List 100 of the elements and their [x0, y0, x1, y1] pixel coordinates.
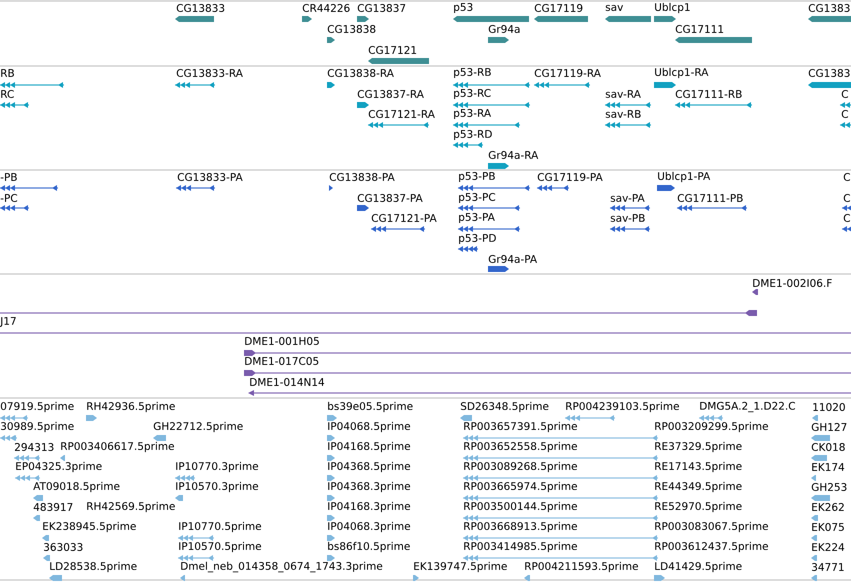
feature-label: RP003612437.5prime — [655, 542, 768, 552]
feature-label: RP004239103.5prime — [566, 402, 679, 412]
feature-label: EK174 — [812, 463, 844, 471]
feature-label: Gr94a — [488, 25, 520, 33]
feature-label: CG13833 — [176, 4, 224, 12]
feature-label: CG13838-RA — [328, 69, 394, 77]
feature-label: RH42569.5prime — [87, 502, 175, 512]
feature-label: RH42936.5prime — [87, 402, 175, 412]
feature-label: p53-RD — [454, 130, 492, 140]
feature-label: CG17111-RB — [676, 90, 742, 98]
feature-label: LD28538.5prime — [50, 562, 137, 572]
feature-label: C — [844, 194, 850, 202]
feature-label: IP10570.3prime — [176, 482, 258, 492]
feature-label: IP10770.5prime — [179, 522, 262, 532]
feature-label: CG13833-RA — [176, 69, 243, 77]
feature-label: DME1-002I06.F — [753, 279, 832, 287]
feature-label: EK075 — [812, 523, 844, 531]
feature-label: EK262 — [812, 503, 844, 511]
feature-label: AT09018.5prime — [33, 482, 120, 492]
feature-label: RP003652558.5prime — [464, 442, 577, 452]
feature-label: bs39e05.5prime — [328, 402, 413, 412]
feature-label: IP04068.5prime — [328, 422, 410, 432]
feature-label: -PC — [0, 194, 18, 202]
feature-label: DME1-001H05 — [245, 337, 319, 345]
feature-label: p53-RA — [454, 109, 491, 119]
feature-label: IP10570.5prime — [179, 542, 262, 552]
feature-label: CG17121-RA — [368, 110, 435, 118]
feature-label: RP003668913.5prime — [464, 522, 577, 532]
feature-label: CG1383 — [808, 4, 850, 12]
feature-label: EP04325.3prime — [16, 462, 102, 472]
feature-label: Ublcp1 — [655, 2, 690, 14]
feature-label: 34771 — [812, 563, 844, 571]
feature-label: IP04368.3prime — [328, 482, 410, 492]
feature-label: 30989.5prime — [1, 422, 74, 432]
feature-label: sav-PA — [610, 194, 645, 202]
feature-label: CG13838-PA — [330, 173, 395, 181]
feature-label: CG17111-PB — [678, 194, 743, 202]
feature-label: CG1383 — [808, 69, 850, 77]
feature-label: sav-PB — [610, 214, 645, 222]
feature-label: C — [842, 90, 848, 98]
feature-label: RB — [1, 69, 14, 77]
feature-label: J17 — [0, 317, 16, 327]
feature-label: IP04068.3prime — [328, 522, 410, 532]
feature-label: RC — [1, 90, 14, 98]
feature-label: IP04368.5prime — [328, 462, 410, 472]
feature-label: RP003665974.5prime — [464, 482, 577, 492]
feature-label: sav-RB — [606, 110, 641, 118]
feature-label: RE17143.5prime — [655, 462, 742, 472]
feature-label: GH127 — [812, 423, 846, 431]
feature-label: p53 — [454, 3, 472, 13]
feature-label: Dmel_neb_014358_0674_1743.3prime — [181, 562, 382, 572]
feature-label: DME1-014N14 — [250, 378, 324, 386]
feature-label: CG17121 — [368, 46, 416, 54]
feature-label: CG17111 — [676, 25, 724, 33]
feature-label: CG17119-PA — [538, 173, 603, 181]
feature-label: SD26348.5prime — [460, 402, 548, 412]
feature-label: CG17119-RA — [534, 69, 601, 77]
feature-label: DME1-017C05 — [245, 357, 318, 365]
feature-label: GH253 — [812, 483, 846, 491]
feature-label: CG13837 — [358, 4, 406, 12]
feature-label: RP003083067.5prime — [655, 522, 768, 532]
feature-label: Gr94a-RA — [488, 151, 538, 159]
feature-label: p53-PA — [459, 213, 495, 223]
feature-label: CG13837-PA — [358, 194, 423, 202]
feature-label: sav — [606, 4, 623, 11]
feature-label: CG13838 — [328, 25, 376, 33]
feature-label: 294313 — [14, 443, 54, 451]
feature-label: RP003414985.5prime — [464, 542, 577, 552]
feature-label: CR44226 — [302, 4, 350, 12]
feature-label: GH22712.5prime — [154, 422, 243, 432]
feature-label: p53-PD — [459, 234, 496, 244]
feature-label: p53-PC — [459, 193, 496, 203]
feature-label: C — [844, 214, 850, 222]
feature-label: RP003657391.5prime — [464, 422, 577, 432]
feature-label: RE37329.5prime — [655, 442, 742, 452]
feature-label: IP04168.3prime — [328, 502, 410, 512]
feature-label: RP003500144.5prime — [464, 502, 577, 512]
feature-label: Gr94a-PA — [488, 255, 537, 263]
feature-label: RE44349.5prime — [655, 482, 742, 492]
feature-label: p53-RB — [454, 68, 491, 78]
feature-label: CK018 — [812, 443, 845, 451]
feature-label: p53-RC — [454, 89, 491, 99]
feature-label: Ublcp1-PA — [658, 172, 710, 182]
feature-label: RE52970.5prime — [655, 502, 742, 512]
feature-label: -PB — [0, 173, 17, 181]
feature-label: CG13833-PA — [178, 173, 243, 181]
feature-label: RP004211593.5prime — [525, 562, 638, 572]
feature-label: C — [842, 110, 848, 118]
feature-label: IP04168.5prime — [328, 442, 410, 452]
feature-label: EK224 — [812, 543, 844, 551]
feature-label: CG17119 — [534, 4, 582, 12]
feature-label: CG13837-RA — [358, 90, 424, 98]
feature-label: CG17121-PA — [372, 214, 437, 222]
feature-label: p53-PB — [459, 172, 495, 182]
feature-label: 483917 — [34, 503, 72, 511]
feature-label: DMG5A.2_1.D22.C — [700, 402, 795, 412]
feature-label: Ublcp1-RA — [655, 68, 708, 78]
feature-label: C — [844, 173, 850, 181]
feature-label: 363033 — [44, 543, 82, 551]
feature-label: EK139747.5prime — [414, 562, 507, 572]
